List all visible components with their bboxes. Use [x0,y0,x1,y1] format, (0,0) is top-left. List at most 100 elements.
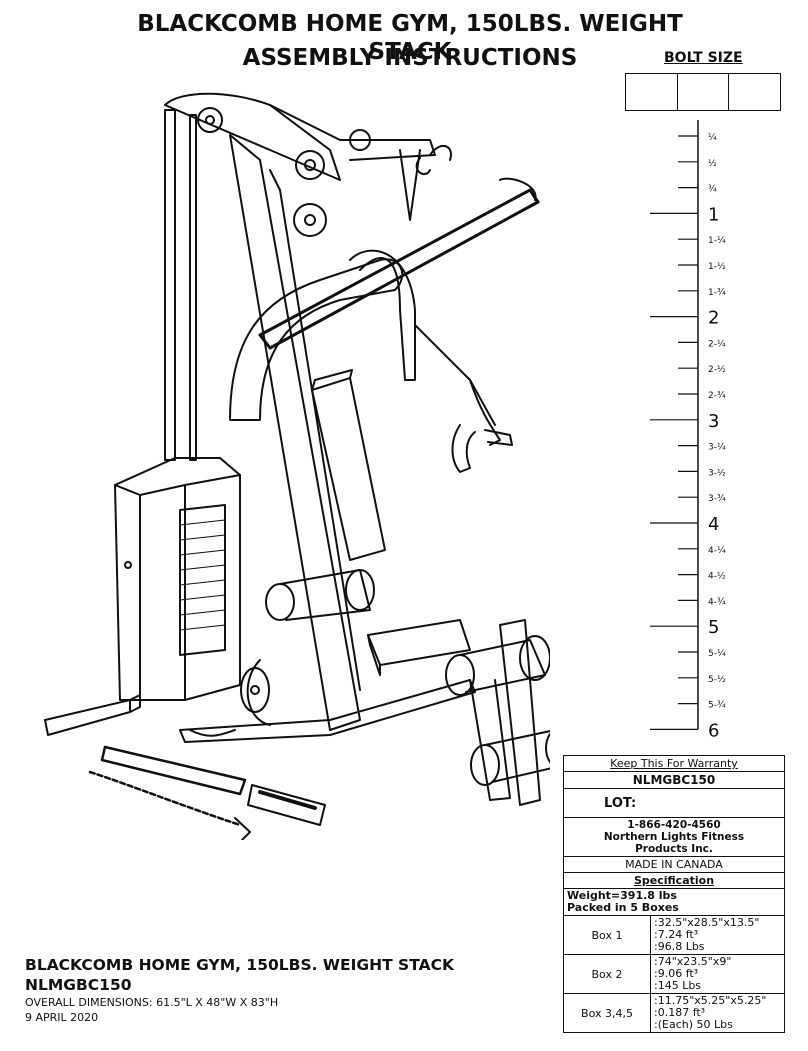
chain-accessory [88,770,242,827]
warranty-note: Keep This For Warranty [563,755,785,772]
ruler-label: 2 [708,308,719,329]
straight-bar-accessory [100,745,247,796]
ruler-label: 5 [708,617,719,638]
box-name: Box 1 [563,915,651,955]
box-name: Box 3,4,5 [563,993,651,1033]
ruler-label: ½ [708,159,717,169]
top-beam [269,104,436,161]
bolt-box [626,74,678,110]
box-dims: :74"x23.5"x9" [654,955,732,968]
company-phone: 1-866-420-4560 [627,819,721,831]
leg-extension-frame [499,619,541,806]
box-weight: :145 Lbs [654,979,702,992]
ruler-label: 3-¼ [708,443,726,453]
leg-roller [445,654,475,696]
lot-field: LOT: [563,788,785,818]
box-volume: :9.06 ft³ [654,967,699,980]
main-column [229,134,361,731]
seat-pad [367,619,471,666]
ruler-label: 4-¼ [708,546,726,556]
total-weight: Weight=391.8 lbs [567,889,677,902]
leg-roller [545,732,550,764]
box-details: :11.75"x5.25"x5.25" :0.187 ft³ :(Each) 5… [650,993,785,1033]
ruler-label: 1-¾ [708,288,726,298]
bolt-box [729,74,780,110]
ruler-label: 2-¼ [708,339,726,349]
footer-model: NLMGBC150 [25,976,132,994]
footer-product-name: BLACKCOMB HOME GYM, 150LBS. WEIGHT STACK [25,956,454,974]
ruler-label: ¾ [708,185,717,195]
specification-heading: Specification [563,872,785,889]
footer-dimensions: OVERALL DIMENSIONS: 61.5"L X 48"W X 83"H [25,996,279,1009]
back-pad [311,377,386,561]
hanging-chain [399,149,421,221]
front-foot [44,699,131,736]
leg-roller [265,583,295,621]
box-row: Box 1 :32.5"x28.5"x13.5" :7.24 ft³ :96.8… [563,915,785,955]
ruler-label: 5-¾ [708,701,726,711]
box-dims: :11.75"x5.25"x5.25" [654,994,767,1007]
low-pulley [240,667,270,713]
leg-roller [519,635,550,681]
company-name: Northern Lights Fitness [603,831,745,843]
box-details: :74"x23.5"x9" :9.06 ft³ :145 Lbs [650,954,785,994]
weight-packed: Weight=391.8 lbs Packed in 5 Boxes [563,888,785,916]
top-arm [164,92,341,181]
guide-rod [164,109,176,461]
base-frame [179,679,476,743]
box-dims: :32.5"x28.5"x13.5" [654,916,760,929]
ruler-label: 1 [708,204,719,225]
company-name-2: Products Inc. [635,843,713,855]
ruler-label: 1-½ [708,262,726,272]
ruler-label: 3 [708,411,719,432]
home-gym-illustration [44,92,550,840]
press-arm-right [349,249,416,381]
bolt-size-ruler: ¼ ½ ¾ 1 1-¼ 1-½ 1-¾ 2 2-¼ 2-½ 2-¾ 3 3-¼ 3-½ 3-¾ 4 4-¼ 4-½… [650,120,726,740]
pulley [293,203,327,237]
title-line-1: BLACKCOMB HOME GYM, 150LBS. WEIGHT STACK [137,11,683,65]
ruler-label: ¼ [708,133,717,143]
box-weight: :96.8 Lbs [654,940,705,953]
bolt-box [678,74,730,110]
ruler-label: 5-½ [708,675,726,685]
pulley [295,150,325,180]
box-row: Box 3,4,5 :11.75"x5.25"x5.25" :0.187 ft³… [563,993,785,1033]
guide-rod [189,114,197,461]
weight-stack-shroud [114,457,241,701]
ruler-label: 5-¼ [708,649,726,659]
box-details: :32.5"x28.5"x13.5" :7.24 ft³ :96.8 Lbs [650,915,785,955]
ruler-label: 4-½ [708,572,726,582]
box-name: Box 2 [563,954,651,994]
footer-date: 9 APRIL 2020 [25,1011,99,1024]
footer-info: BLACKCOMB HOME GYM, 150LBS. WEIGHT STACK… [25,955,454,1025]
spec-table: Keep This For Warranty NLMGBC150 LOT: 1-… [563,755,785,1033]
bolt-size-boxes [625,73,781,111]
leg-roller [345,569,375,611]
bolt-size-label: BOLT SIZE [664,50,743,66]
hook [429,145,452,161]
box-volume: :0.187 ft³ [654,1006,706,1019]
pulley [349,129,371,151]
box-row: Box 2 :74"x23.5"x9" :9.06 ft³ :145 Lbs [563,954,785,994]
ruler-label: 2-¾ [708,391,726,401]
ankle-strap-accessory [247,784,326,826]
box-volume: :7.24 ft³ [654,928,699,941]
ruler-label: 3-¾ [708,494,726,504]
title-line-2: ASSEMBLY INSTRUCTIONS [242,45,578,71]
ruler-label: 4 [708,514,719,535]
ruler-label: 3-½ [708,468,726,478]
top-pulley [197,107,223,133]
made-in: MADE IN CANADA [563,856,785,873]
packed-boxes: Packed in 5 Boxes [567,901,679,914]
ruler-label: 4-¾ [708,597,726,607]
ruler-label: 2-½ [708,365,726,375]
box-weight: :(Each) 50 Lbs [654,1018,733,1031]
spec-model: NLMGBC150 [563,771,785,789]
ruler-label: 6 [708,720,719,740]
hook [415,157,431,176]
company-block: 1-866-420-4560 Northern Lights Fitness P… [563,817,785,857]
weight-plates [179,504,226,656]
press-handle [469,379,501,446]
ruler-label: 1-¼ [708,236,726,246]
lat-pulldown-bar [258,188,540,350]
